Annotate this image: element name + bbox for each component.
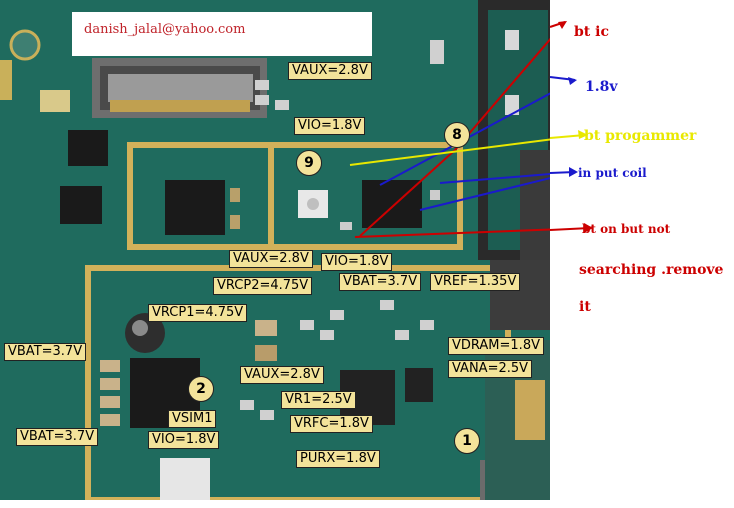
annotation-it: it xyxy=(579,299,591,315)
label-vref: VREF=1.35V xyxy=(430,273,521,291)
annotation-input-coil: in put coil xyxy=(578,166,647,180)
email-text: danish_jalal@yahoo.com xyxy=(84,22,246,37)
label-vio-top: VIO=1.8V xyxy=(294,117,366,135)
label-vana: VANA=2.5V xyxy=(448,360,533,378)
label-vsim1: VSIM1 xyxy=(168,410,217,428)
marker-1: 1 xyxy=(454,428,480,454)
marker-9: 9 xyxy=(296,150,322,176)
email-box: danish_jalal@yahoo.com xyxy=(72,12,372,56)
label-vaux-mid: VAUX=2.8V xyxy=(229,250,313,268)
label-vr1: VR1=2.5V xyxy=(281,391,356,409)
annotation-1-8v: 1.8v xyxy=(585,79,618,95)
label-vbat-mid: VBAT=3.7V xyxy=(339,273,422,291)
label-vrcp1: VRCP1=4.75V xyxy=(148,304,248,322)
label-vbat-left: VBAT=3.7V xyxy=(4,343,87,361)
label-vaux-low: VAUX=2.8V xyxy=(240,366,324,384)
label-vdram: VDRAM=1.8V xyxy=(448,337,544,355)
label-vrfc: VRFC=1.8V xyxy=(290,415,373,433)
annotation-bt-ic: bt ic xyxy=(574,24,609,40)
label-vaux-top: VAUX=2.8V xyxy=(288,62,372,80)
marker-2: 2 xyxy=(188,376,214,402)
marker-8: 8 xyxy=(444,122,470,148)
label-purx: PURX=1.8V xyxy=(296,450,380,468)
label-vbat-bottom: VBAT=3.7V xyxy=(16,428,99,446)
annotation-bt-programmer: bt progammer xyxy=(584,128,697,144)
label-vio-bottom: VIO=1.8V xyxy=(148,431,220,449)
annotation-bt-on: bt on but not xyxy=(582,222,671,236)
label-vio-mid: VIO=1.8V xyxy=(321,253,393,271)
label-vrcp2: VRCP2=4.75V xyxy=(213,277,313,295)
annotation-searching: searching .remove xyxy=(579,262,724,278)
